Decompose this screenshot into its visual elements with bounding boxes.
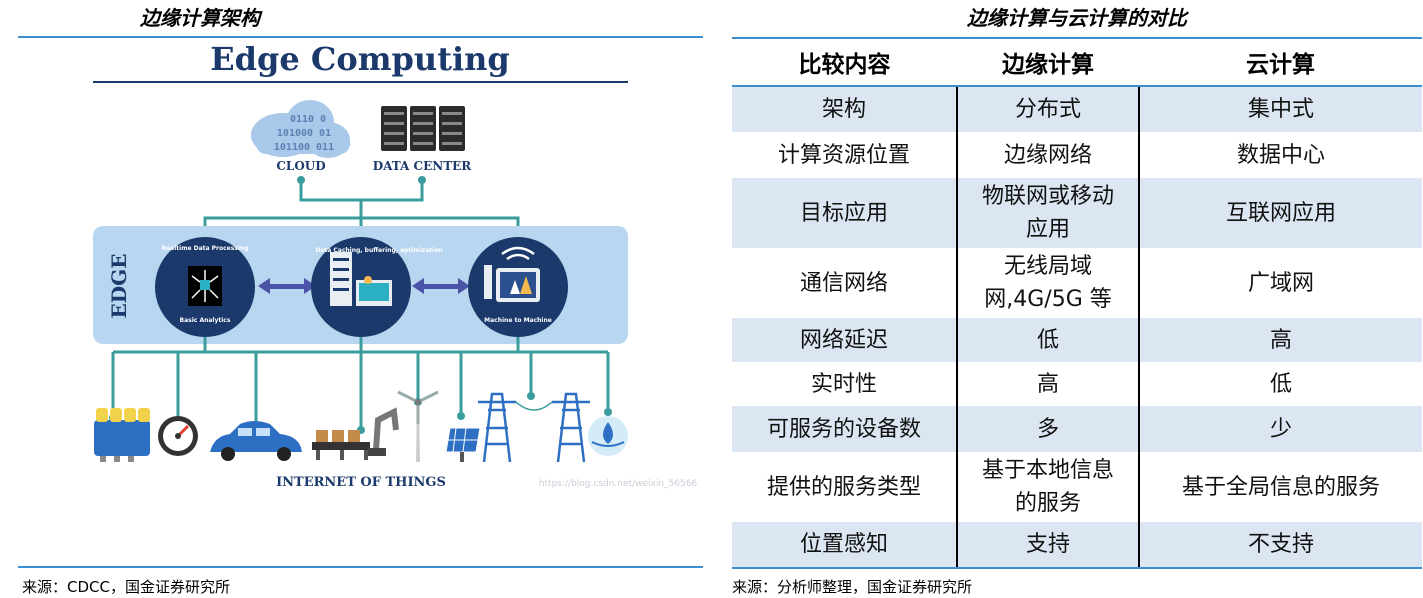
table-cell-c2: 支持	[957, 522, 1140, 569]
top-connectors	[203, 180, 520, 232]
table-cell-c1: 计算资源位置	[732, 132, 958, 178]
table-cell-c2: 无线局域网,4G/5G 等	[957, 248, 1140, 318]
header-compare-item: 比较内容	[732, 37, 957, 87]
wifi-icon	[501, 246, 535, 261]
table-cell-c3: 高	[1139, 318, 1422, 362]
table-row: 位置感知支持不支持	[732, 522, 1422, 569]
right-source-note: 来源：分析师整理，国金证券研究所	[732, 578, 973, 596]
table-row: 架构分布式集中式	[732, 86, 1422, 132]
left-bottom-rule	[18, 566, 703, 568]
iot-label: INTERNET OF THINGS	[276, 475, 446, 490]
water-drop-icon	[588, 416, 628, 456]
edge-label: EDGE	[107, 254, 131, 319]
edge-computing-diagram: Edge Computing 0110 0 101000 01 101100 0…	[93, 40, 698, 490]
node1-bottom-text: Basic Analytics	[180, 317, 231, 324]
cloud-label: CLOUD	[276, 159, 325, 173]
arrow-left-icon	[258, 278, 316, 294]
table-cell-c1: 位置感知	[732, 522, 958, 569]
table-cell-c2: 基于本地信息的服务	[957, 452, 1140, 522]
table-cell-c1: 架构	[732, 86, 958, 132]
server-monitor-icon	[330, 252, 392, 306]
left-panel-title: 边缘计算架构	[140, 6, 260, 30]
header-edge-computing: 边缘计算	[957, 37, 1139, 87]
table-cell-c1: 目标应用	[732, 178, 958, 248]
table-row: 目标应用物联网或移动应用互联网应用	[732, 178, 1422, 248]
cloud-binary-3: 101100 011	[274, 142, 334, 153]
cloud-binary-1: 0110 0	[290, 114, 326, 125]
left-source-note: 来源：CDCC，国金证券研究所	[22, 578, 230, 596]
edge-node-processing: Realtime Data Processing Basic Analytics	[155, 237, 255, 337]
power-tower-icon	[478, 392, 590, 463]
wind-turbine-icon	[397, 390, 439, 462]
table-cell-c1: 实时性	[732, 362, 958, 406]
gauge-icon	[158, 416, 198, 456]
cloud-icon: 0110 0 101000 01 101100 011	[251, 100, 350, 158]
table-row: 实时性高低	[732, 362, 1422, 406]
table-cell-c1: 提供的服务类型	[732, 452, 958, 522]
table-cell-c3: 基于全局信息的服务	[1139, 452, 1422, 522]
battery-pack-icon	[94, 408, 150, 462]
table-header-row: 比较内容 边缘计算 云计算	[732, 37, 1422, 87]
table-cell-c2: 物联网或移动应用	[957, 178, 1140, 248]
right-panel-title: 边缘计算与云计算的对比	[967, 6, 1187, 30]
robot-arm-conveyor-icon	[312, 407, 399, 460]
table-cell-c1: 通信网络	[732, 248, 958, 318]
chip-icon	[188, 266, 222, 306]
node3-bottom-text: Machine to Machine	[484, 317, 552, 324]
left-title-rule	[18, 36, 703, 38]
heading-underline	[93, 81, 628, 83]
table-cell-c3: 低	[1139, 362, 1422, 406]
diagram-heading: Edge Computing	[210, 40, 510, 78]
server-rack-icon	[381, 106, 465, 151]
table-cell-c3: 互联网应用	[1139, 178, 1422, 248]
table-cell-c3: 不支持	[1139, 522, 1422, 569]
tablet-chart-icon	[484, 265, 540, 302]
table-cell-c1: 网络延迟	[732, 318, 958, 362]
car-icon	[210, 421, 302, 461]
table-cell-c3: 数据中心	[1139, 132, 1422, 178]
table-row: 网络延迟低高	[732, 318, 1422, 362]
table-cell-c2: 分布式	[957, 86, 1140, 132]
node2-top-text: Data Caching, buffering, optimization	[315, 247, 442, 254]
table-cell-c3: 集中式	[1139, 86, 1422, 132]
table-cell-c3: 少	[1139, 406, 1422, 452]
table-row: 通信网络无线局域网,4G/5G 等广域网	[732, 248, 1422, 318]
edge-node-caching: Data Caching, buffering, optimization	[311, 237, 443, 337]
table-cell-c2: 边缘网络	[957, 132, 1140, 178]
edge-node-m2m: Machine to Machine	[468, 237, 568, 337]
table-cell-c1: 可服务的设备数	[732, 406, 958, 452]
cloud-binary-2: 101000 01	[277, 128, 331, 139]
solar-panel-icon	[445, 427, 481, 462]
table-row: 可服务的设备数多少	[732, 406, 1422, 452]
table-cell-c2: 多	[957, 406, 1140, 452]
table-cell-c3: 广域网	[1139, 248, 1422, 318]
arrow-right-icon	[412, 278, 470, 294]
table-row: 提供的服务类型基于本地信息的服务基于全局信息的服务	[732, 452, 1422, 522]
table-row: 计算资源位置边缘网络数据中心	[732, 132, 1422, 178]
node1-top-text: Realtime Data Processing	[161, 245, 248, 252]
table-cell-c2: 高	[957, 362, 1140, 406]
watermark-text: https://blog.csdn.net/weixin_56566	[539, 479, 698, 489]
header-cloud-computing: 云计算	[1139, 37, 1422, 87]
datacenter-label: DATA CENTER	[373, 159, 473, 173]
comparison-table: 比较内容 边缘计算 云计算 架构分布式集中式计算资源位置边缘网络数据中心目标应用…	[732, 37, 1422, 569]
table-cell-c2: 低	[957, 318, 1140, 362]
